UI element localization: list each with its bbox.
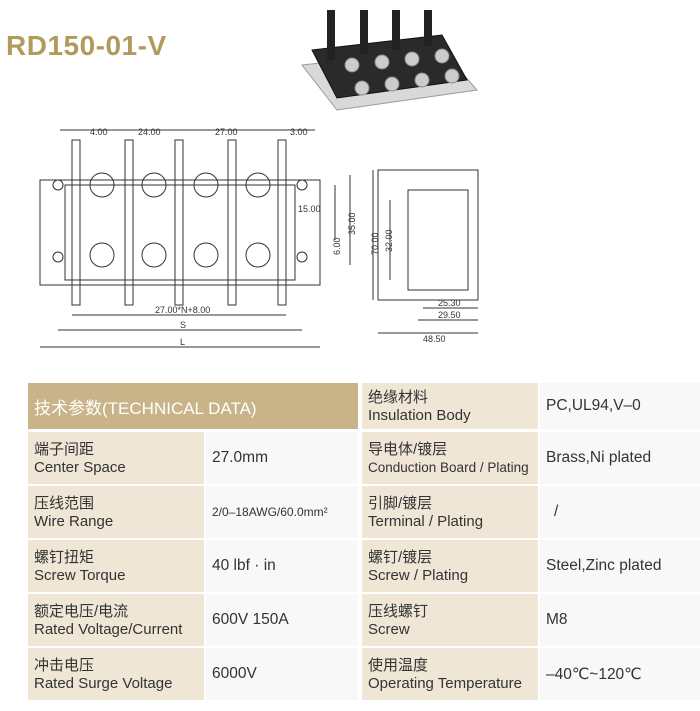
row-value-rated-voltage: 600V 150A [206,594,358,646]
row-value-insulation: PC,UL94,V–0 [540,383,700,429]
row-value-screw-plating: Steel,Zinc plated [540,540,700,592]
dim-top-4: 3.00 [290,127,308,137]
product-title: RD150-01-V [6,30,167,61]
side-dim-v1: 70.00 [370,232,380,255]
dim-bottom-2: S [180,320,186,330]
row-value-center-space: 27.0mm [206,432,358,484]
side-dim-b1: 25.30 [438,298,461,308]
dim-bottom-3: L [180,337,185,347]
dim-top-1: 4.00 [90,127,108,137]
table-header: 技术参数(TECHNICAL DATA) [28,383,358,429]
row-value-wire-range: 2/0–18AWG/60.0mm² [206,486,358,538]
side-dim-b3: 48.50 [423,334,446,342]
dim-right-3: 35.00 [347,212,357,235]
dim-top-2: 24.00 [138,127,161,137]
side-dim-v2: 32.00 [384,229,394,252]
row-value-terminal: / [540,486,700,538]
dim-bottom-1: 27.00*N+8.00 [155,305,210,315]
row-value-screw: M8 [540,594,700,646]
dim-right-1: 15.00 [298,204,321,214]
row-value-surge-voltage: 6000V [206,648,358,700]
front-view-drawing: 4.00 24.00 27.00 3.00 15.00 6.00 35.00 2… [39,127,357,348]
row-value-conduction: Brass,Ni plated [540,432,700,484]
side-dim-b2: 29.50 [438,310,461,320]
dim-right-2: 6.00 [332,237,342,255]
row-value-screw-torque: 40 lbf · in [206,540,358,592]
side-view-drawing: 70.00 32.00 25.30 29.50 48.50 [370,169,479,342]
dim-top-3: 27.00 [215,127,238,137]
row-value-operating-temp: –40℃~120℃ [540,648,700,700]
product-photo [301,10,478,111]
